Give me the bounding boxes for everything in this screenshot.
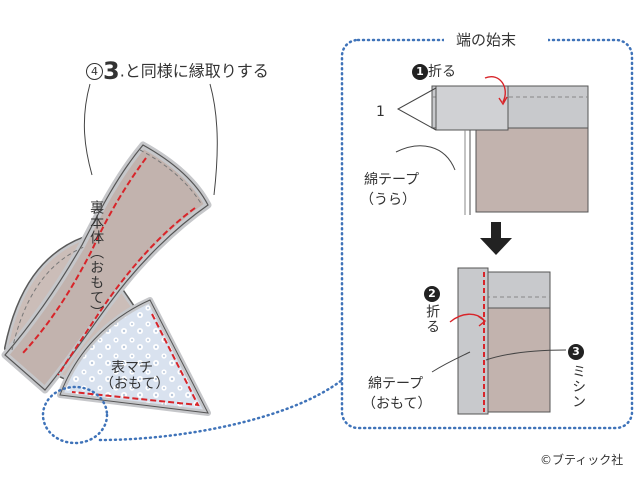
fold2-text: 折る — [424, 304, 441, 334]
zoom-circle — [41, 385, 109, 445]
sew-number-wrap: 3 — [568, 344, 584, 360]
lining-body-label: 裏本体（おもて） — [88, 200, 105, 320]
fold1-number: 1 — [412, 64, 428, 81]
dimension-label: 1 — [376, 104, 385, 120]
sew-text: ミシン — [570, 364, 587, 409]
sew-number: 3 — [568, 344, 584, 360]
step-marker: 4 — [86, 63, 103, 81]
stitch-line-body — [21, 157, 147, 355]
bag-illustration — [1, 83, 218, 416]
dimension-bracket — [396, 87, 437, 131]
step-text: .と同様に縁取りする — [119, 61, 269, 81]
tape-front-label-2: （おもて） — [362, 396, 432, 412]
fabric-piece-top — [475, 119, 589, 213]
leader-line-left — [83, 83, 93, 176]
gusset-label: 表マチ（おもて） — [100, 360, 170, 393]
fold2-number: 2 — [424, 286, 440, 302]
tape-back-label-2: （うら） — [360, 192, 416, 208]
tape-back-label-1: 綿テープ — [364, 172, 420, 188]
tape-dashes — [139, 149, 203, 206]
sew-leader — [485, 349, 567, 361]
tape-front-label-1: 綿テープ — [368, 376, 424, 392]
detail-bottom — [431, 267, 567, 415]
tape-piece-bottom-h — [485, 271, 551, 309]
detail-title-bg — [444, 30, 548, 52]
zoom-connector — [98, 378, 344, 442]
fold-arrow-1 — [484, 76, 506, 103]
leader-line-right — [209, 83, 218, 196]
fabric-piece-bottom — [485, 299, 551, 413]
fold1-text: 折る — [428, 64, 456, 80]
step-number: 3 — [103, 57, 120, 85]
stitch-line-inner — [57, 207, 196, 376]
tape-leader-bottom — [431, 351, 471, 373]
detail-top — [395, 76, 589, 215]
detail-title: 端の始末 — [456, 31, 517, 49]
tape-folded-flap — [435, 85, 509, 131]
tape-leader-top — [395, 145, 456, 171]
down-arrow — [480, 222, 512, 255]
copyright: ©ブティック社 — [540, 453, 624, 467]
stitch-line-gusset — [71, 313, 200, 407]
fold2-label: 2 — [424, 286, 440, 302]
